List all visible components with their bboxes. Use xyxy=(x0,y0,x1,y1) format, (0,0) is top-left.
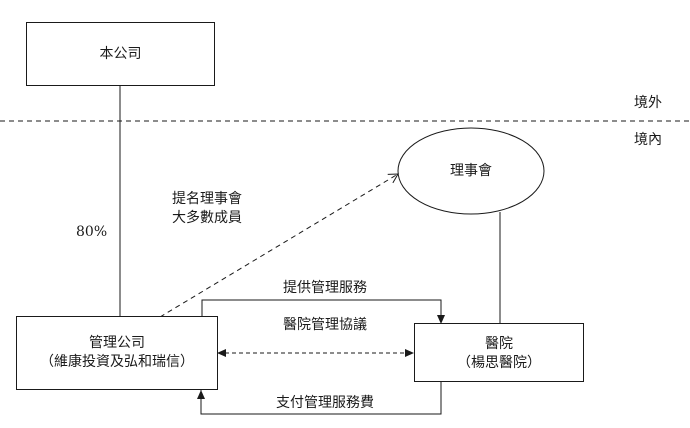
fee-arrow xyxy=(197,382,442,415)
board-ellipse xyxy=(397,127,545,215)
management-company-name: 管理公司 xyxy=(89,335,145,351)
services-arrow xyxy=(201,299,445,324)
management-company-box: 管理公司 （維康投資及弘和瑞信） xyxy=(16,316,218,390)
nominate-label-line2: 大多數成員 xyxy=(172,210,242,226)
board-label: 理事會 xyxy=(450,163,492,179)
agreement-label: 醫院管理協議 xyxy=(283,317,367,333)
management-company-detail: （維康投資及弘和瑞信） xyxy=(40,354,194,370)
ownership-label: 80% xyxy=(76,224,108,240)
company-box: 本公司 xyxy=(26,22,215,86)
region-inside-label: 境內 xyxy=(634,132,662,148)
hospital-name: 醫院 xyxy=(485,336,513,352)
hospital-box: 醫院 （楊思醫院） xyxy=(414,323,584,382)
fee-label: 支付管理服務費 xyxy=(276,395,374,411)
region-outside-label: 境外 xyxy=(634,95,662,111)
nominate-arrow xyxy=(159,173,399,318)
company-label: 本公司 xyxy=(99,46,142,62)
nominate-label-line1: 提名理事會 xyxy=(172,191,242,207)
services-label: 提供管理服務 xyxy=(283,280,367,296)
hospital-detail: （楊思醫院） xyxy=(457,355,541,371)
